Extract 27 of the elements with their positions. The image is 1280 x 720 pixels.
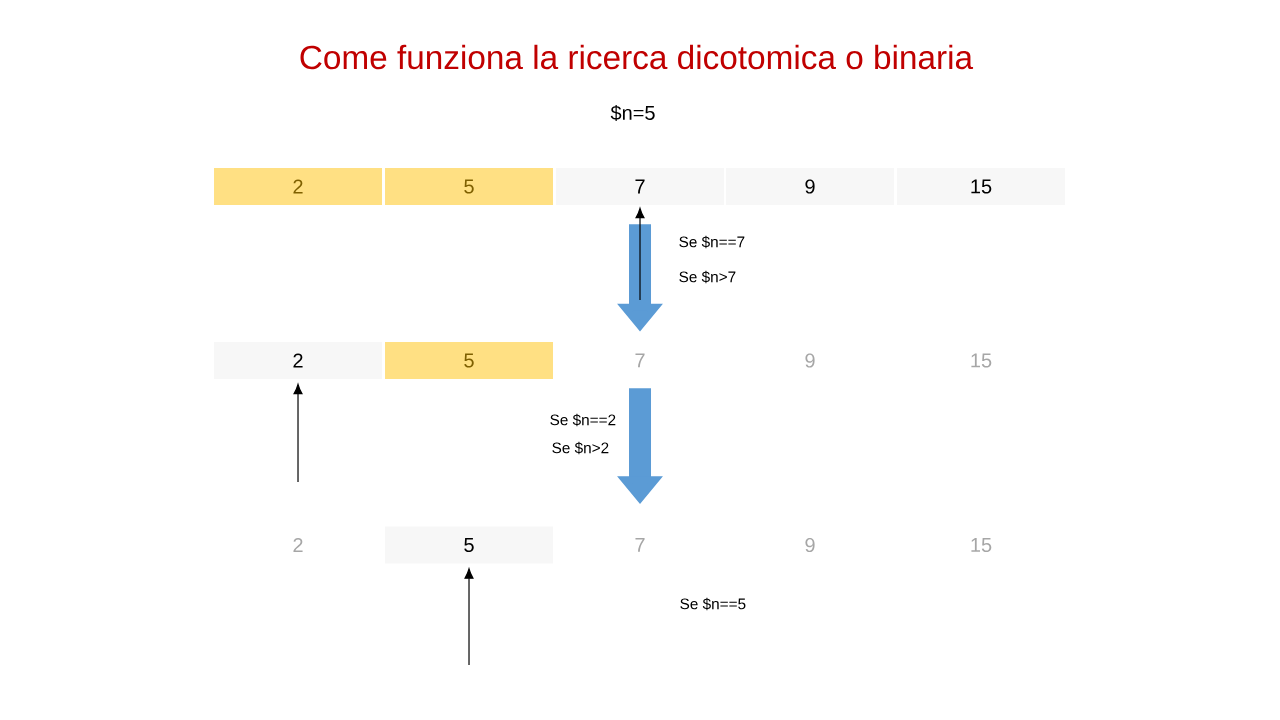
array-cell: 5 bbox=[385, 168, 553, 205]
arrow bbox=[293, 383, 303, 483]
array-cell: 9 bbox=[726, 168, 894, 205]
array-value: 7 bbox=[635, 353, 645, 368]
array-cell: 2 bbox=[214, 168, 382, 205]
array-cell: 5 bbox=[385, 342, 553, 379]
condition-label: Se $n>2 bbox=[552, 441, 609, 455]
arrow bbox=[464, 568, 474, 666]
array-value: 9 bbox=[805, 353, 815, 368]
array-value: 15 bbox=[971, 538, 992, 552]
array-value: 2 bbox=[293, 538, 303, 552]
condition-label: Se $n>7 bbox=[679, 270, 736, 284]
array-cell: 5 bbox=[385, 526, 553, 564]
title: Come funziona la ricerca dicotomica o binaria bbox=[300, 44, 974, 70]
condition-label: Se $n==7 bbox=[679, 235, 745, 249]
condition-label: Se $n==2 bbox=[550, 413, 616, 427]
node-label: 9 bbox=[805, 179, 815, 194]
arrow bbox=[635, 207, 645, 301]
array-value: 9 bbox=[805, 537, 815, 553]
array-cell: 7 bbox=[556, 168, 724, 205]
node-label: 7 bbox=[635, 179, 645, 194]
variable-label: $n=5 bbox=[610, 104, 655, 122]
array-value: 7 bbox=[635, 538, 645, 552]
array-cell: 15 bbox=[897, 168, 1065, 205]
array-value: 15 bbox=[971, 353, 992, 368]
array-cell: 2 bbox=[214, 342, 382, 379]
condition-label: Se $n==5 bbox=[680, 597, 746, 611]
